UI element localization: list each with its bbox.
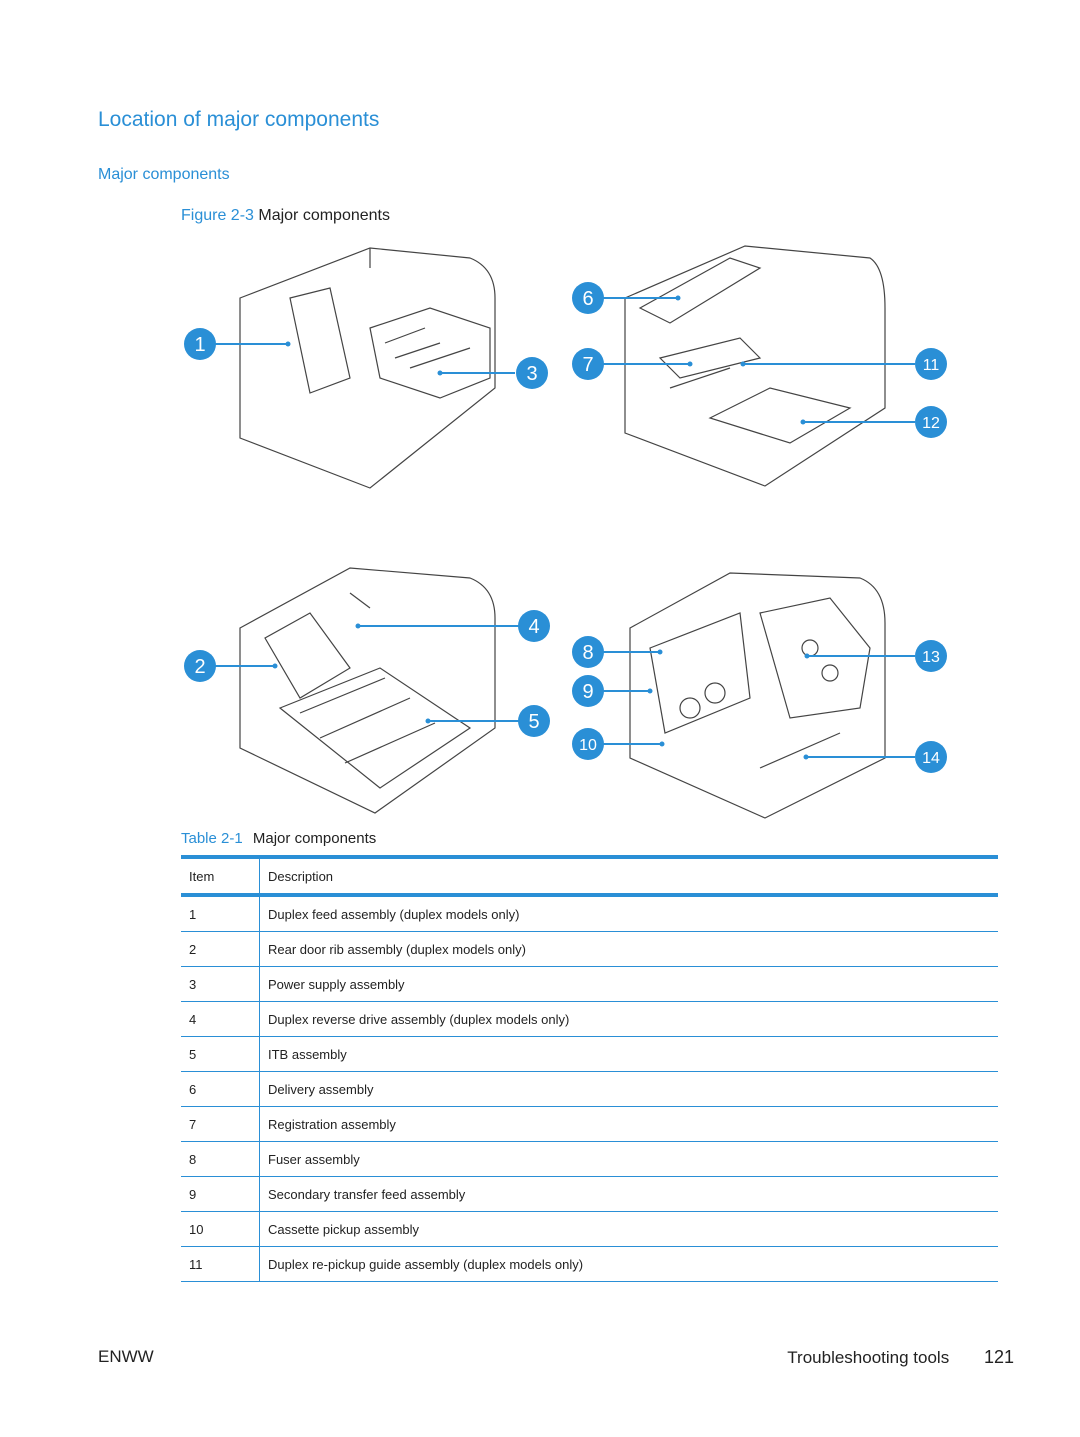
row-description: Registration assembly [259, 1106, 998, 1142]
callout-13: 13 [915, 640, 947, 672]
svg-text:11: 11 [923, 357, 940, 374]
svg-text:3: 3 [526, 363, 537, 385]
section-subheading: Major components [98, 166, 230, 183]
callout-2: 2 [184, 650, 216, 682]
printer-illustration-3 [239, 567, 496, 814]
svg-text:6: 6 [582, 288, 593, 310]
svg-text:4: 4 [528, 616, 539, 638]
row-description: Duplex feed assembly (duplex models only… [259, 895, 998, 932]
callout-5: 5 [518, 705, 550, 737]
footer-section-title: Troubleshooting tools [787, 1348, 950, 1367]
major-components-figure: 1 2 3 4 5 6 7 8 9 10 11 12 13 14 [184, 245, 947, 819]
figure-caption: Figure 2-3 Major components [181, 207, 390, 225]
callout-4: 4 [518, 610, 550, 642]
svg-text:8: 8 [582, 642, 593, 664]
row-description: Fuser assembly [259, 1141, 998, 1177]
callout-3: 3 [516, 357, 548, 389]
svg-text:5: 5 [528, 711, 539, 733]
callout-12: 12 [915, 406, 947, 438]
printer-illustration-1 [239, 247, 496, 489]
svg-text:10: 10 [579, 737, 597, 754]
row-item: 2 [181, 931, 260, 967]
callout-11: 11 [915, 348, 947, 380]
table-title: Major components [252, 830, 377, 847]
svg-text:2: 2 [194, 656, 205, 678]
row-description: Power supply assembly [259, 966, 998, 1002]
callout-14: 14 [915, 741, 947, 773]
svg-text:1: 1 [194, 334, 205, 356]
figure-label: Figure 2-3 [181, 207, 254, 224]
svg-text:14: 14 [922, 750, 940, 767]
row-item: 6 [181, 1071, 260, 1107]
header-item: Item [181, 857, 260, 895]
row-item: 8 [181, 1141, 260, 1177]
row-item: 10 [181, 1211, 260, 1247]
printer-illustration-2 [624, 245, 886, 487]
row-item: 4 [181, 1001, 260, 1037]
callout-10: 10 [572, 728, 604, 760]
row-item: 7 [181, 1106, 260, 1142]
row-item: 5 [181, 1036, 260, 1072]
svg-text:9: 9 [582, 681, 593, 703]
svg-text:7: 7 [582, 354, 593, 376]
page-number: 121 [983, 1347, 1014, 1367]
svg-text:12: 12 [922, 415, 940, 432]
row-item: 3 [181, 966, 260, 1002]
page-heading: Location of major components [98, 108, 380, 131]
callout-6: 6 [572, 282, 604, 314]
footer-section: Troubleshooting tools 121 [787, 1347, 1014, 1368]
row-description: Duplex reverse drive assembly (duplex mo… [259, 1001, 998, 1037]
figure-title: Major components [258, 207, 390, 224]
row-description: Secondary transfer feed assembly [259, 1176, 998, 1212]
table-caption: Table 2-1 Major components [181, 830, 376, 847]
row-description: Rear door rib assembly (duplex models on… [259, 931, 998, 967]
row-item: 11 [181, 1246, 260, 1282]
header-description: Description [268, 868, 334, 884]
row-description: Delivery assembly [259, 1071, 998, 1107]
row-description: Duplex re-pickup guide assembly (duplex … [259, 1246, 998, 1282]
callout-9: 9 [572, 675, 604, 707]
table-label: Table 2-1 [181, 830, 243, 847]
callout-8: 8 [572, 636, 604, 668]
row-item: 1 [181, 895, 260, 932]
svg-text:13: 13 [922, 649, 940, 666]
printer-illustration-4 [629, 572, 886, 819]
row-description: ITB assembly [259, 1036, 998, 1072]
row-description: Cassette pickup assembly [259, 1211, 998, 1247]
table-header-row: Item Description [181, 857, 998, 895]
callout-1: 1 [184, 328, 216, 360]
row-item: 9 [181, 1176, 260, 1212]
footer-doc-id: ENWW [98, 1347, 154, 1366]
callout-7: 7 [572, 348, 604, 380]
